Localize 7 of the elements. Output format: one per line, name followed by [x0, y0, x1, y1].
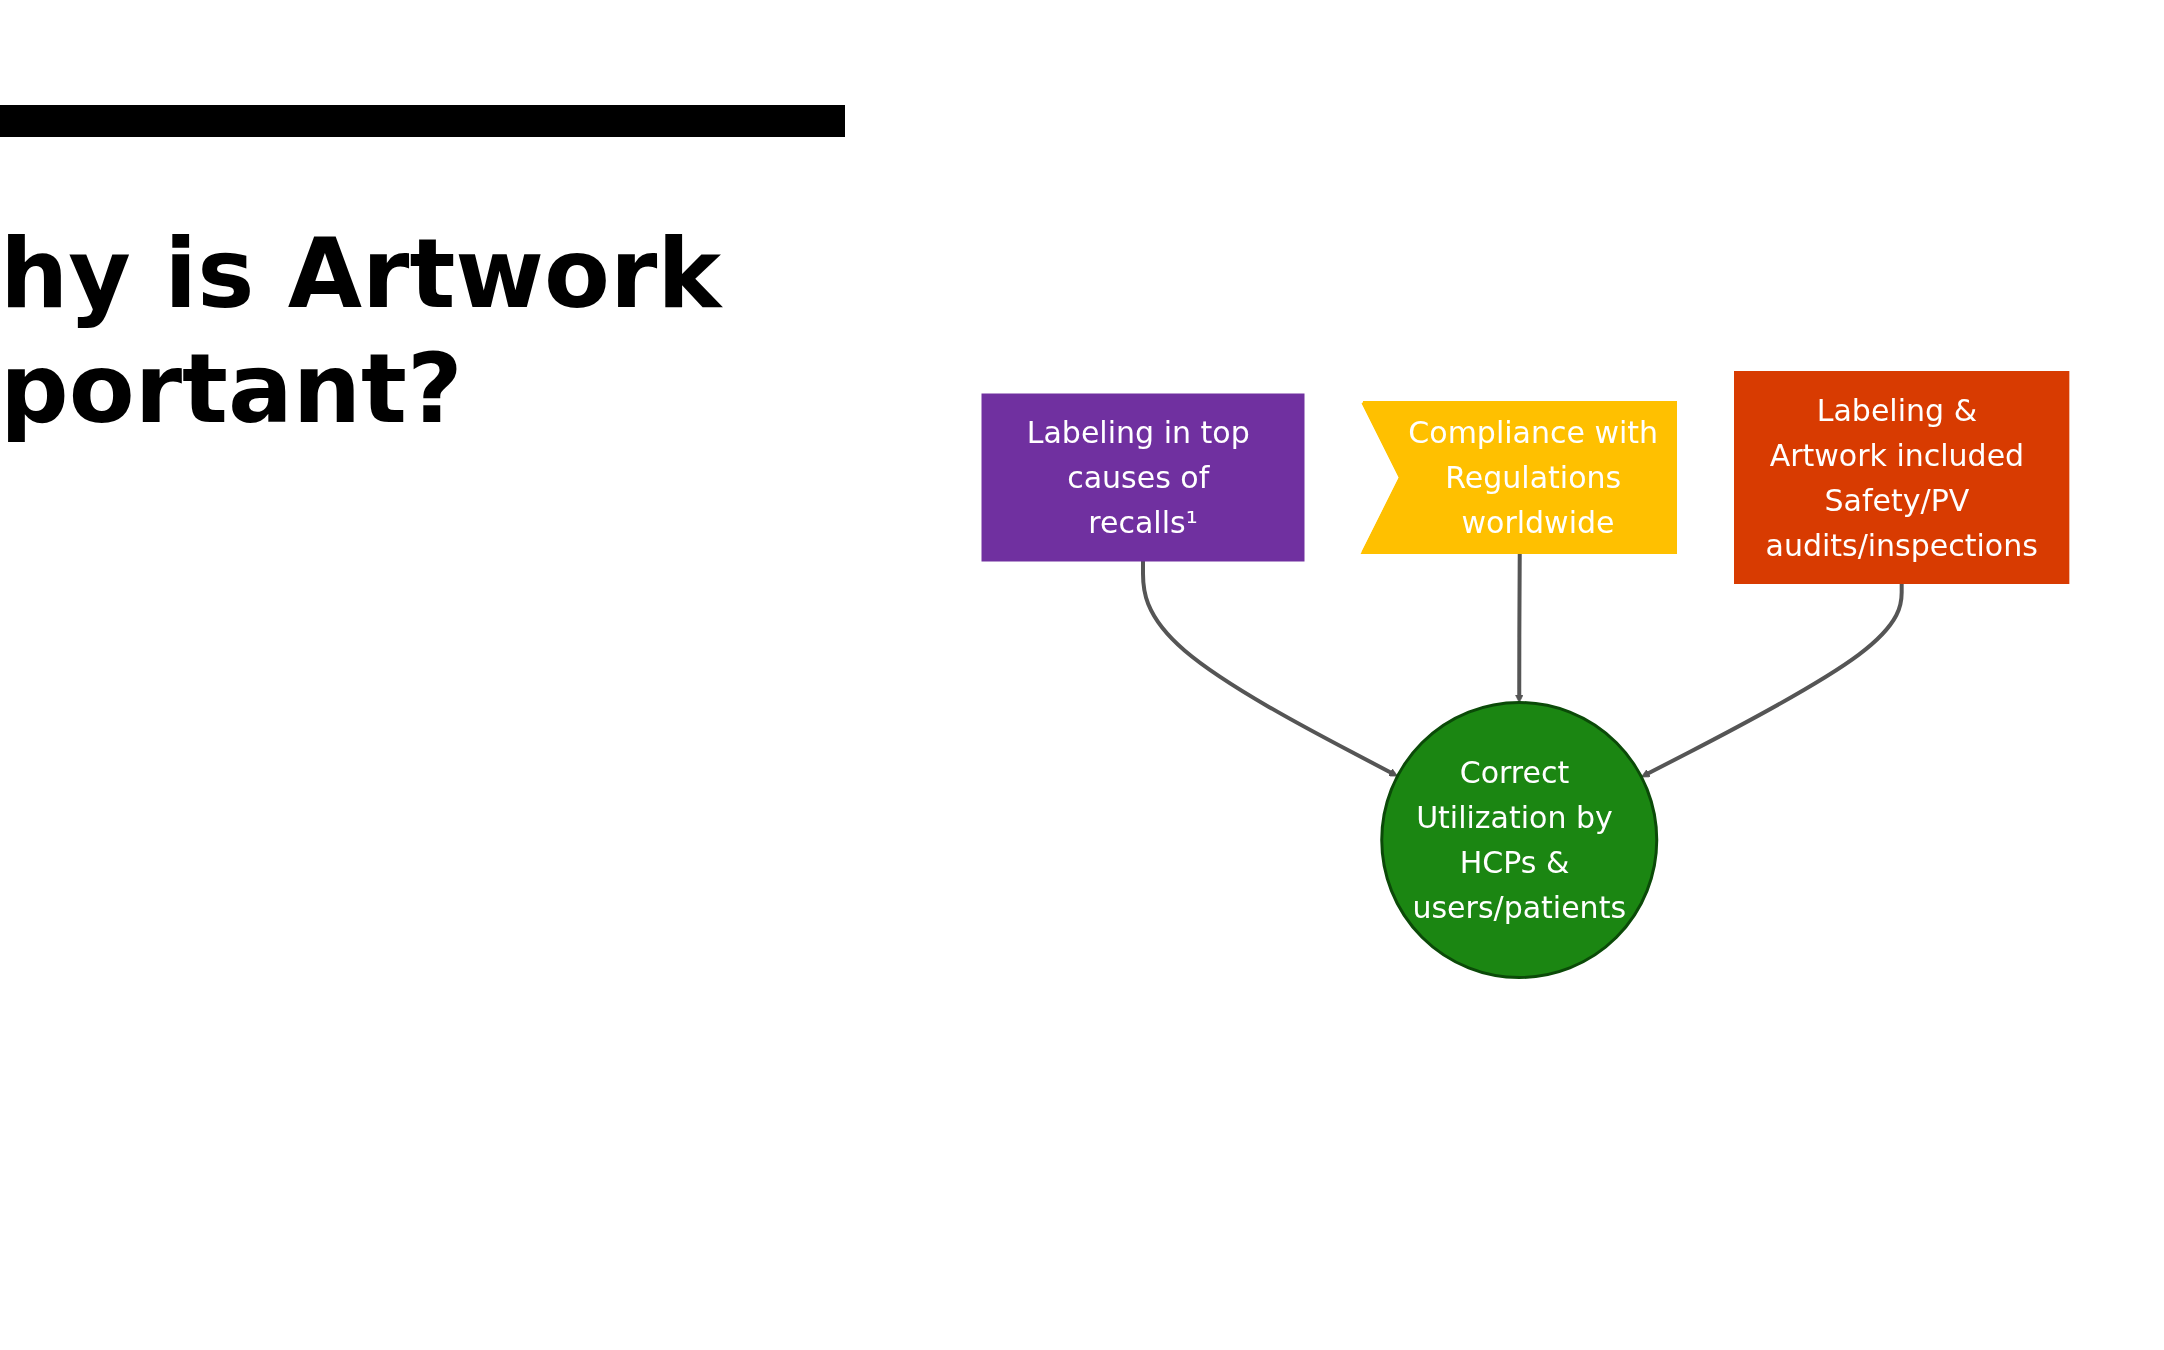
arrow [1140, 560, 1398, 777]
node-box: Labeling & Artwork included Safety/PV audits/inspections [1733, 371, 2069, 584]
node-circle: Correct Utilization by HCPs & users/patients [1379, 701, 1658, 979]
slide-title: hy is Artwork portant? [0, 105, 845, 448]
arrow [1514, 553, 1524, 703]
arrow [1640, 582, 1904, 778]
node-box: Labeling in top causes of recalls¹ [981, 393, 1305, 562]
